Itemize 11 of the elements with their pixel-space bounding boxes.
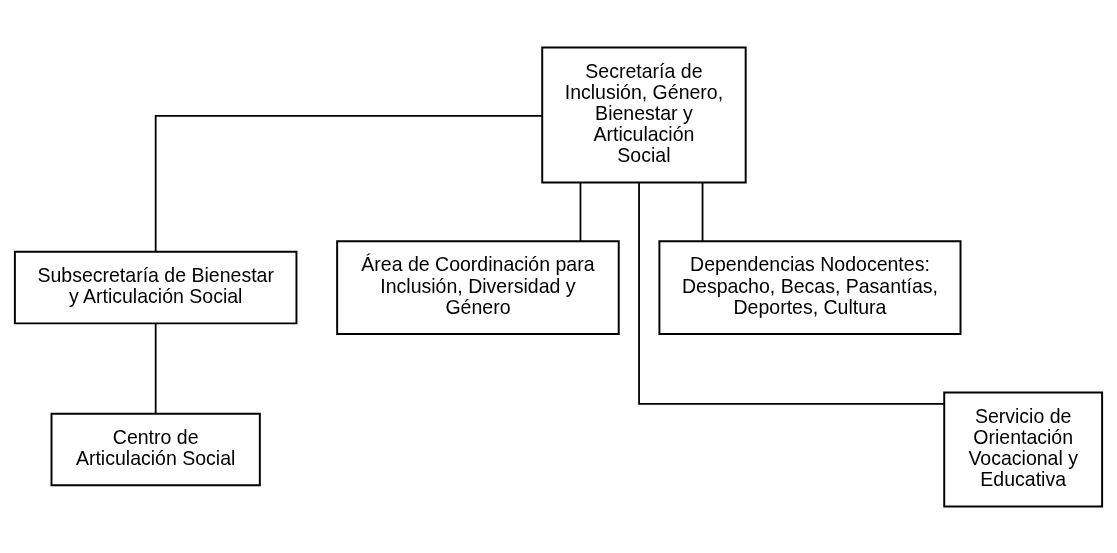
node-box: Secretaría de Inclusión, Género, Bienestar y Articulación Social [541, 46, 747, 184]
node-box: Centro de Articulación Social [50, 412, 261, 486]
node-box: Subsecretaría de Bienestar y Articulación Social [13, 250, 298, 324]
connector [701, 181, 704, 242]
node-box: Dependencias Nodocentes: Despacho, Becas, Pasantías, Deportes, Cultura [658, 239, 962, 335]
connector [638, 181, 945, 405]
connector [579, 181, 582, 242]
node-box: Servicio de Orientación Vocacional y Educativa [943, 391, 1104, 507]
connector [154, 322, 157, 415]
connector [154, 114, 544, 252]
node-box: Área de Coordinación para Inclusión, Diversidad y Género [336, 239, 620, 335]
